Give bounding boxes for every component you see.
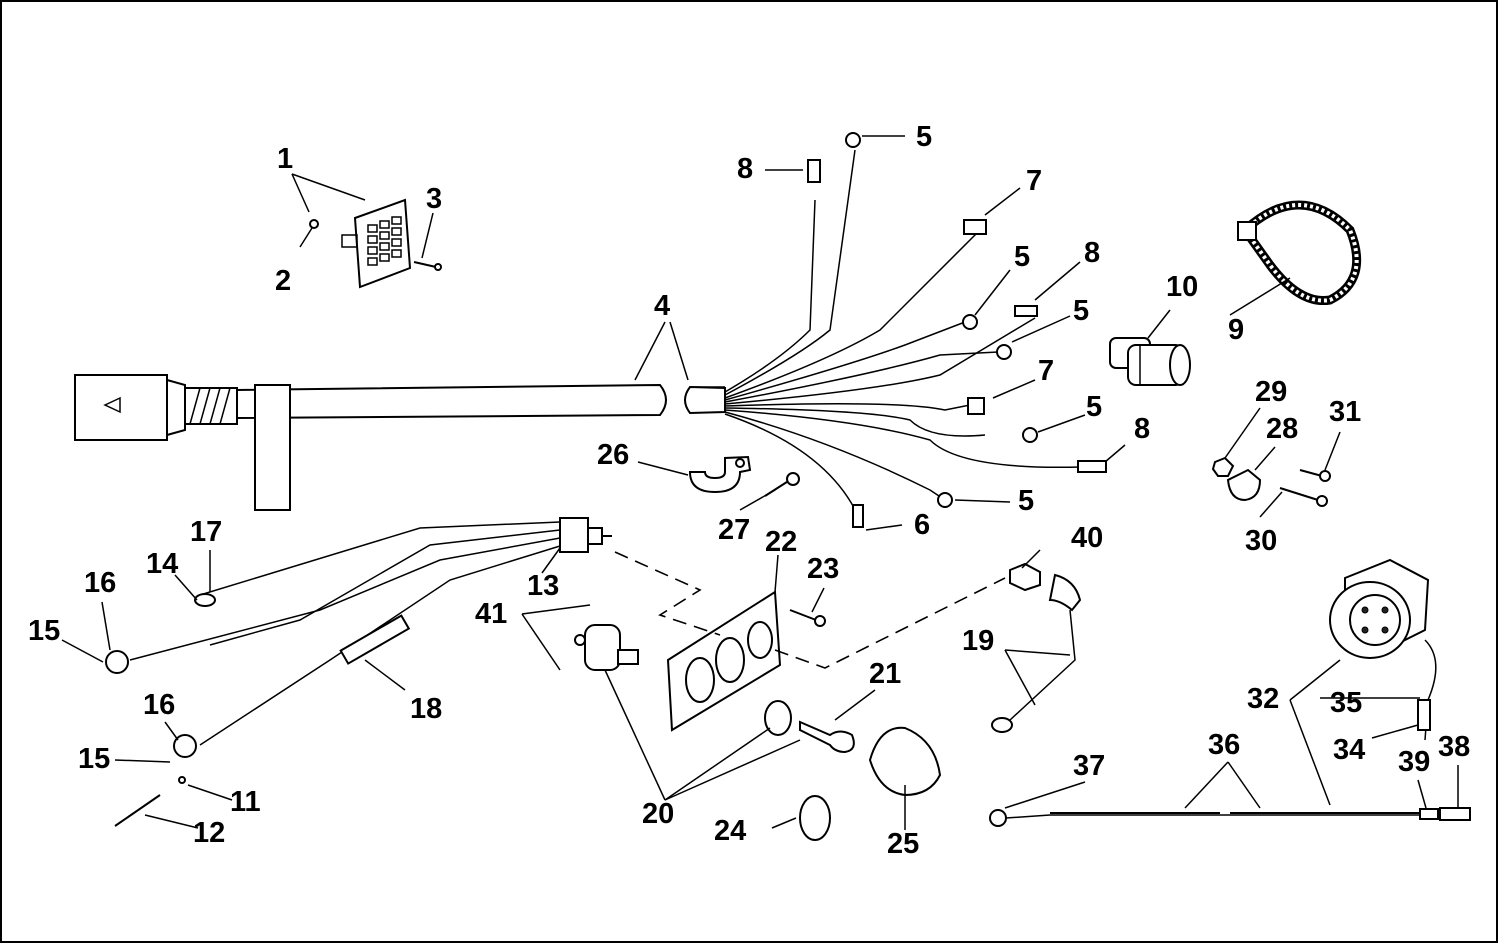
- callout-39: 39: [1398, 746, 1430, 778]
- callout-15-a: 15: [28, 615, 60, 647]
- callout-41: 41: [475, 598, 507, 630]
- dashed-routing-lines: [614, 551, 1006, 669]
- callout-17: 17: [190, 516, 222, 548]
- callout-34: 34: [1333, 734, 1365, 766]
- callout-38: 38: [1438, 731, 1470, 763]
- main-harness-cable: [74, 374, 726, 511]
- callout-9: 9: [1228, 314, 1244, 346]
- callout-5-e: 5: [1018, 485, 1034, 517]
- leader-lines: [61, 135, 1459, 830]
- lead-parts-19-40: [991, 562, 1082, 733]
- callout-7-b: 7: [1038, 355, 1054, 387]
- hardware-parts-28-31: [1211, 456, 1331, 507]
- panel-assembly: [574, 590, 942, 841]
- callout-8-a: 8: [737, 153, 753, 185]
- callout-35: 35: [1330, 687, 1362, 719]
- callout-11: 11: [230, 786, 261, 818]
- callout-12: 12: [193, 817, 225, 849]
- connector-part-10: [1109, 337, 1191, 386]
- callout-23: 23: [807, 553, 839, 585]
- callout-24: 24: [714, 815, 746, 847]
- callout-8-c: 8: [1134, 413, 1150, 445]
- callout-labels: 1 2 3 4 5 5 5 5 5 6 7 7 8 8 8 9 10 11 12…: [28, 121, 1470, 860]
- callout-13: 13: [527, 570, 559, 602]
- cable-36-37: [989, 807, 1471, 827]
- callout-30: 30: [1245, 525, 1277, 557]
- callout-21: 21: [869, 658, 901, 690]
- callout-29: 29: [1255, 376, 1287, 408]
- callout-5-d: 5: [1086, 391, 1102, 423]
- callout-8-b: 8: [1084, 237, 1100, 269]
- callout-5-a: 5: [916, 121, 932, 153]
- callout-36: 36: [1208, 729, 1240, 761]
- callout-40: 40: [1071, 522, 1103, 554]
- terminal-block-part: [309, 198, 442, 289]
- switch-part-13: [105, 517, 612, 758]
- callout-5-c: 5: [1073, 295, 1089, 327]
- cable-strap-part: [1237, 200, 1362, 306]
- callout-22: 22: [765, 526, 797, 558]
- callout-16-a: 16: [84, 567, 116, 599]
- clamp-part-26: [688, 455, 800, 497]
- callout-32: 32: [1247, 683, 1279, 715]
- callout-14: 14: [146, 548, 178, 580]
- callout-25: 25: [887, 828, 919, 860]
- callout-5-b: 5: [1014, 241, 1030, 273]
- callout-18: 18: [410, 693, 442, 725]
- callout-1: 1: [277, 143, 293, 175]
- callout-20: 20: [642, 798, 674, 830]
- callout-26: 26: [597, 439, 629, 471]
- harness-wires: [724, 132, 1107, 528]
- callout-37: 37: [1073, 750, 1105, 782]
- callout-6: 6: [914, 509, 930, 541]
- callout-7-a: 7: [1026, 165, 1042, 197]
- callout-15-b: 15: [78, 743, 110, 775]
- callout-2: 2: [275, 265, 291, 297]
- callout-31: 31: [1329, 396, 1361, 428]
- callout-10: 10: [1166, 271, 1198, 303]
- callout-4: 4: [654, 290, 670, 322]
- callout-19: 19: [962, 625, 994, 657]
- callout-16-b: 16: [143, 689, 175, 721]
- callout-27: 27: [718, 514, 750, 546]
- starter-solenoid-part: [1329, 558, 1437, 741]
- callout-3: 3: [426, 183, 442, 215]
- callout-28: 28: [1266, 413, 1298, 445]
- sleeve-parts-11-12: [114, 776, 186, 827]
